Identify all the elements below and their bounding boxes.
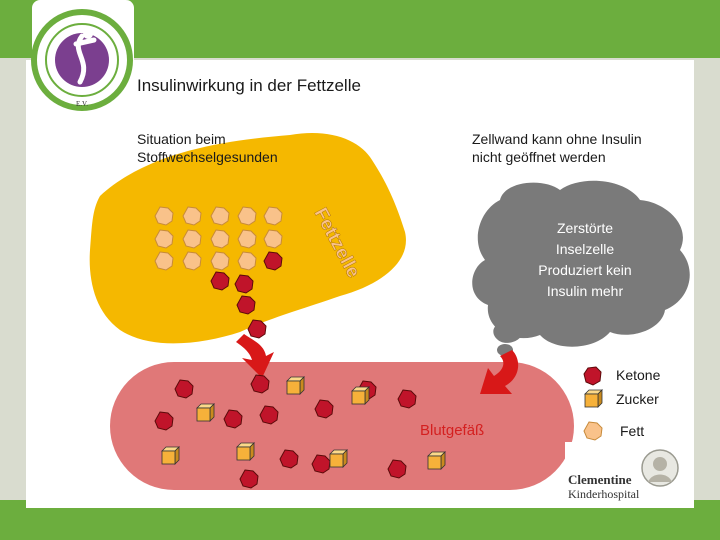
fat-droplet bbox=[237, 251, 257, 271]
sugar-cube bbox=[351, 386, 370, 405]
frame-band bbox=[694, 70, 720, 490]
ketone bbox=[154, 411, 174, 431]
legend-fat-droplet-icon bbox=[583, 421, 603, 441]
diabetes-association-logo bbox=[31, 0, 134, 118]
ketone bbox=[234, 274, 254, 294]
ketone-group bbox=[154, 271, 417, 489]
right-note-line: nicht geöffnet werden bbox=[472, 149, 606, 165]
ketone bbox=[397, 389, 417, 409]
sugar-cube-group bbox=[161, 376, 446, 470]
fat-droplet bbox=[182, 206, 202, 226]
legend-ketone-icon bbox=[583, 366, 602, 386]
ketone bbox=[223, 409, 243, 429]
fat-droplet bbox=[237, 206, 257, 226]
cloud-line: Inselzelle bbox=[555, 241, 615, 257]
cloud-line: Zerstörte bbox=[556, 220, 613, 236]
fat-droplet bbox=[210, 206, 230, 226]
ketone bbox=[314, 399, 334, 419]
clementine-logo bbox=[565, 442, 683, 500]
sugar-cube bbox=[427, 451, 446, 470]
cloud-line: Produziert kein bbox=[538, 262, 632, 278]
sugar-cube bbox=[161, 446, 180, 465]
ketone bbox=[210, 271, 230, 291]
insulin-arrow-left bbox=[236, 334, 274, 378]
fat-droplet bbox=[263, 229, 283, 249]
fat-droplet bbox=[210, 229, 230, 249]
ketone bbox=[259, 405, 279, 425]
ketone bbox=[279, 449, 299, 469]
frame-band bbox=[0, 70, 30, 490]
sugar-cube bbox=[236, 442, 255, 461]
legend-label-fat: Fett bbox=[620, 423, 645, 439]
ketone bbox=[387, 459, 407, 479]
fat-droplet bbox=[154, 206, 174, 226]
right-note-line: Zellwand kann ohne Insulin bbox=[472, 131, 642, 147]
ketone bbox=[236, 295, 256, 315]
fat-droplet bbox=[263, 206, 283, 226]
fat-droplet bbox=[154, 251, 174, 271]
fat-droplet bbox=[237, 229, 257, 249]
fat-droplet bbox=[154, 229, 174, 249]
vessel-label: Blutgefäß bbox=[420, 422, 485, 439]
fat-droplet bbox=[182, 251, 202, 271]
legend-sugar-cube-icon bbox=[584, 389, 603, 408]
page-title: Insulinwirkung in der Fettzelle bbox=[137, 76, 361, 95]
ketone bbox=[311, 454, 331, 474]
ketone bbox=[263, 251, 283, 271]
left-note-line: Situation beim bbox=[137, 131, 226, 147]
cloud-text: Zerstörte Inselzelle Produziert kein Ins… bbox=[500, 218, 670, 302]
left-note: Situation beim Stoffwechselgesunden bbox=[137, 130, 278, 166]
ketone bbox=[247, 319, 267, 339]
logo-ev-text: E.V. bbox=[76, 100, 88, 108]
legend-label-ketone: Ketone bbox=[616, 367, 661, 383]
logo-clementine-line2: Kinderhospital bbox=[568, 487, 640, 501]
thought-cloud bbox=[472, 180, 690, 356]
fat-droplet bbox=[210, 251, 230, 271]
ketone bbox=[239, 469, 259, 489]
sugar-cube bbox=[329, 449, 348, 468]
legend-label-sugar: Zucker bbox=[616, 391, 659, 407]
sugar-cube bbox=[196, 403, 215, 422]
ketone bbox=[174, 379, 194, 399]
fat-droplet-group bbox=[154, 206, 283, 271]
fat-droplet bbox=[182, 229, 202, 249]
blocked-arrow-right bbox=[480, 350, 519, 394]
ketone bbox=[250, 374, 270, 394]
sugar-cube bbox=[286, 376, 305, 395]
left-note-line: Stoffwechselgesunden bbox=[137, 149, 278, 165]
logo-clementine-line1: Clementine bbox=[568, 472, 632, 487]
cloud-line: Insulin mehr bbox=[546, 283, 624, 299]
blood-vessel bbox=[110, 362, 574, 490]
right-note: Zellwand kann ohne Insulin nicht geöffne… bbox=[472, 130, 642, 166]
